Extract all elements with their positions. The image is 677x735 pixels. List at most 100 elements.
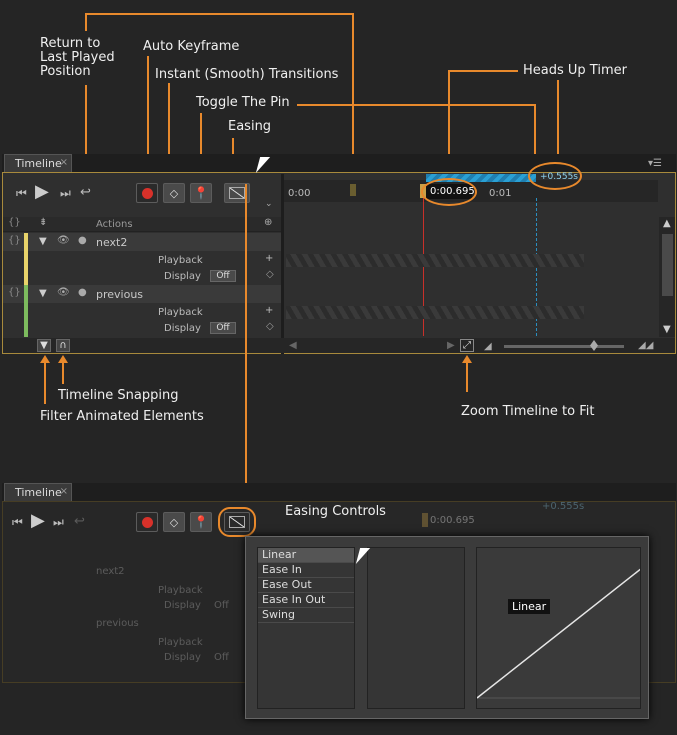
display-toggle[interactable]: Off xyxy=(210,322,236,334)
add-action-icon[interactable]: ⊕ xyxy=(264,217,273,228)
easing-button[interactable] xyxy=(224,183,250,203)
eye-icon[interactable]: 👁 xyxy=(57,287,70,298)
connector-line xyxy=(553,80,563,167)
ruler-tick-1: 0:01 xyxy=(489,188,512,199)
auto-keyframe-button[interactable] xyxy=(136,512,158,532)
easing-option[interactable]: Linear xyxy=(258,548,354,563)
easing-curve-icon xyxy=(229,516,245,528)
go-to-start-icon[interactable]: ⏮ xyxy=(16,186,27,200)
easing-popup: Linear Ease In Ease Out Ease In Out Swin… xyxy=(245,536,649,719)
callout-easing: Easing xyxy=(228,119,272,134)
chevron-down-icon[interactable]: ⌄ xyxy=(265,199,273,209)
playback-track xyxy=(286,306,584,319)
tab-label: Timeline xyxy=(15,157,62,170)
connector-line xyxy=(448,70,518,72)
callout-zoom-fit: Zoom Timeline to Fit xyxy=(461,404,595,419)
zoom-to-fit-icon[interactable]: ⤢ xyxy=(460,339,474,352)
lock-dot-icon[interactable]: ● xyxy=(78,235,87,246)
pin-icon: 📍 xyxy=(193,515,209,529)
element-row[interactable] xyxy=(3,285,281,303)
easing-button[interactable] xyxy=(224,512,250,532)
diamond-icon[interactable]: ◇ xyxy=(266,269,274,280)
easing-curve xyxy=(477,568,640,699)
heads-up-bar xyxy=(426,174,536,182)
return-last-played-icon[interactable]: ↩ xyxy=(80,185,91,200)
highlight-ring xyxy=(528,162,582,190)
scroll-right-icon[interactable]: ▶ xyxy=(447,340,455,351)
close-icon[interactable]: × xyxy=(59,486,68,497)
connector-line xyxy=(297,104,535,106)
scroll-left-icon[interactable]: ◀ xyxy=(289,340,297,351)
display-toggle[interactable]: Off xyxy=(210,270,236,282)
instant-transitions-button[interactable]: ◇ xyxy=(163,183,185,203)
zoom-slider-thumb[interactable] xyxy=(590,340,598,351)
tab-timeline[interactable]: Timeline × xyxy=(4,483,72,502)
callout-instant-transitions: Instant (Smooth) Transitions xyxy=(155,67,339,82)
easing-list[interactable]: Linear Ease In Ease Out Ease In Out Swin… xyxy=(257,547,355,709)
zoom-slider-track[interactable] xyxy=(504,345,624,348)
collapse-all-icon[interactable]: ⇟ xyxy=(39,217,48,228)
lock-dot-icon[interactable]: ● xyxy=(78,287,87,298)
magnet-icon[interactable]: ∩ xyxy=(56,339,70,352)
close-icon[interactable]: × xyxy=(59,157,68,168)
diamond-icon: ◇ xyxy=(169,515,179,529)
disclosure-triangle-icon[interactable]: ▼ xyxy=(39,236,47,247)
callout-heads-up-timer: Heads Up Timer xyxy=(523,63,627,78)
play-icon[interactable]: ▶ xyxy=(31,510,45,531)
split-divider[interactable] xyxy=(281,174,284,354)
play-icon[interactable]: ▶ xyxy=(35,181,49,202)
toggle-pin-button[interactable]: 📍 xyxy=(190,512,212,532)
property-label: Playback xyxy=(158,637,203,648)
easing-option[interactable]: Ease In Out xyxy=(258,593,354,608)
callout-return-last-played: Return to Last Played Position xyxy=(40,36,115,79)
property-label: Display xyxy=(164,323,201,334)
element-row[interactable] xyxy=(3,233,281,251)
auto-keyframe-button[interactable] xyxy=(136,183,158,203)
element-name: next2 xyxy=(96,236,128,249)
go-to-end-icon[interactable]: ⏭ xyxy=(60,186,71,200)
stopwatch-icon xyxy=(141,187,153,199)
scroll-down-icon[interactable]: ▼ xyxy=(663,324,671,335)
playback-track xyxy=(286,254,584,267)
easing-sublist[interactable] xyxy=(367,547,465,709)
add-keyframe-icon[interactable]: + xyxy=(265,253,274,264)
callout-easing-controls: Easing Controls xyxy=(285,504,386,519)
playhead-line xyxy=(423,198,424,336)
zoom-in-icon[interactable]: ◢◢ xyxy=(638,340,654,351)
filter-icon[interactable]: ▼ xyxy=(37,339,51,352)
tab-strip xyxy=(2,154,676,172)
toggle-pin-button[interactable]: 📍 xyxy=(190,183,212,203)
zoom-out-icon[interactable]: ◢ xyxy=(484,341,492,352)
diamond-icon[interactable]: ◇ xyxy=(266,321,274,332)
easing-curve-icon xyxy=(229,187,245,199)
scroll-thumb[interactable] xyxy=(662,234,673,296)
callout-filter-animated: Filter Animated Elements xyxy=(40,409,204,424)
return-last-played-icon[interactable]: ↩ xyxy=(74,514,85,529)
easing-preview-label: Linear xyxy=(508,599,551,614)
display-toggle: Off xyxy=(214,600,229,611)
element-name: next2 xyxy=(96,566,125,577)
stopwatch-icon xyxy=(141,516,153,528)
braces-icon: {} xyxy=(8,217,21,228)
tab-label: Timeline xyxy=(15,486,62,499)
easing-option[interactable]: Ease In xyxy=(258,563,354,578)
property-label: Playback xyxy=(158,307,203,318)
callout-auto-keyframe: Auto Keyframe xyxy=(143,39,240,54)
pin-icon: 📍 xyxy=(193,186,209,200)
go-to-end-icon[interactable]: ⏭ xyxy=(53,515,64,529)
diamond-icon: ◇ xyxy=(169,186,179,200)
easing-option[interactable]: Ease Out xyxy=(258,578,354,593)
panel-menu-icon[interactable]: ▾☰ xyxy=(648,158,662,169)
add-keyframe-icon[interactable]: + xyxy=(265,305,274,316)
go-to-start-icon[interactable]: ⏮ xyxy=(12,515,23,529)
scroll-up-icon[interactable]: ▲ xyxy=(663,218,671,229)
eye-icon[interactable]: 👁 xyxy=(57,235,70,246)
tab-strip xyxy=(2,483,676,501)
easing-preview: Linear xyxy=(476,547,641,709)
instant-transitions-button[interactable]: ◇ xyxy=(163,512,185,532)
element-name: previous xyxy=(96,288,144,301)
tab-timeline[interactable]: Timeline × xyxy=(4,154,72,173)
easing-option[interactable]: Swing xyxy=(258,608,354,623)
actions-label: Actions xyxy=(96,219,133,230)
disclosure-triangle-icon[interactable]: ▼ xyxy=(39,288,47,299)
